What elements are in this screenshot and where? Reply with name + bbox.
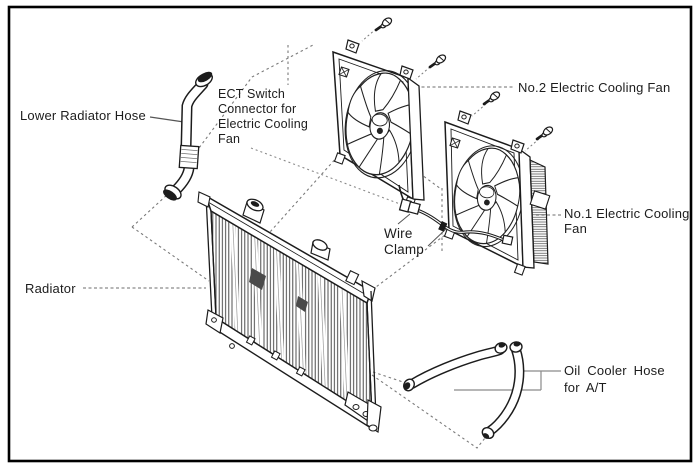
screw-icon — [482, 89, 503, 106]
leader-lines — [83, 86, 561, 391]
label-lower-radiator-hose: Lower Radiator Hose — [20, 108, 146, 123]
label-wire-clamp: Wire Clamp — [384, 226, 425, 257]
label-no1-fan: No.1 Electric Cooling Fan — [564, 206, 690, 236]
label-radiator: Radiator — [25, 281, 76, 296]
screw-icon — [374, 15, 395, 32]
label-no2-fan: No.2 Electric Cooling Fan — [518, 80, 671, 95]
ect-connector-and-wire-drawing — [398, 184, 514, 246]
projection-lines — [131, 43, 490, 449]
screw-icon — [535, 124, 556, 141]
oil-cooler-hoses-drawing — [403, 341, 525, 440]
lower-radiator-hose-drawing — [163, 71, 213, 201]
figure-border — [7, 5, 693, 463]
no2-fan-drawing — [332, 39, 426, 209]
screw-icon — [428, 52, 449, 69]
label-ect-switch-connector: ECT Switch Connector for Electric Coolin… — [218, 87, 309, 146]
mounting-screws — [361, 15, 556, 152]
no1-fan-drawing — [443, 110, 551, 276]
radiator-drawing — [197, 191, 382, 434]
label-oil-cooler-hose: Oil Cooler Hose for A/T — [564, 363, 665, 395]
wire-clamp-part — [438, 221, 448, 232]
